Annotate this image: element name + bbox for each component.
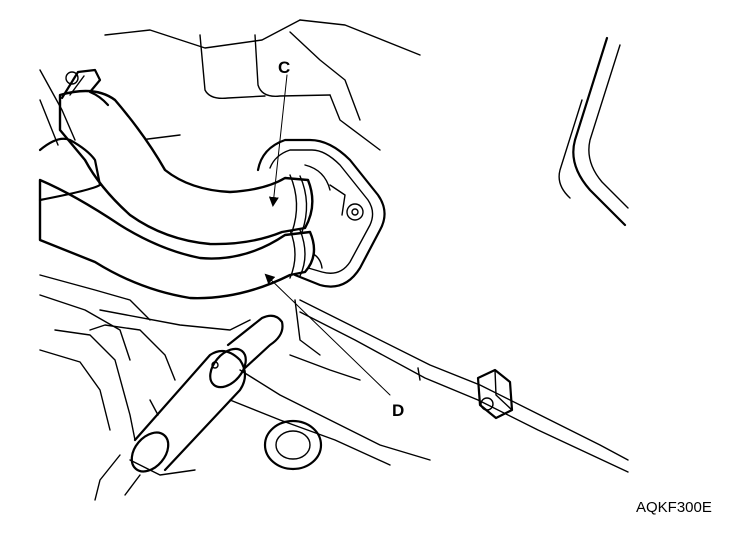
hose-c (58, 89, 314, 246)
left-pipe (38, 69, 102, 202)
callout-c: C (268, 58, 290, 207)
engine-bay-background (39, 19, 629, 476)
callout-d: D (264, 273, 404, 420)
callout-c-arrow (268, 74, 288, 207)
hose-bracket (256, 138, 386, 288)
figure-code: AQKF300E (636, 499, 712, 516)
cylinder-part (94, 314, 284, 501)
label-d: D (392, 401, 404, 420)
callout-d-arrow (264, 273, 391, 396)
hose-clamp (60, 68, 110, 107)
label-c: C (278, 58, 290, 77)
cable-rod (299, 299, 629, 473)
hose-d (38, 178, 316, 300)
